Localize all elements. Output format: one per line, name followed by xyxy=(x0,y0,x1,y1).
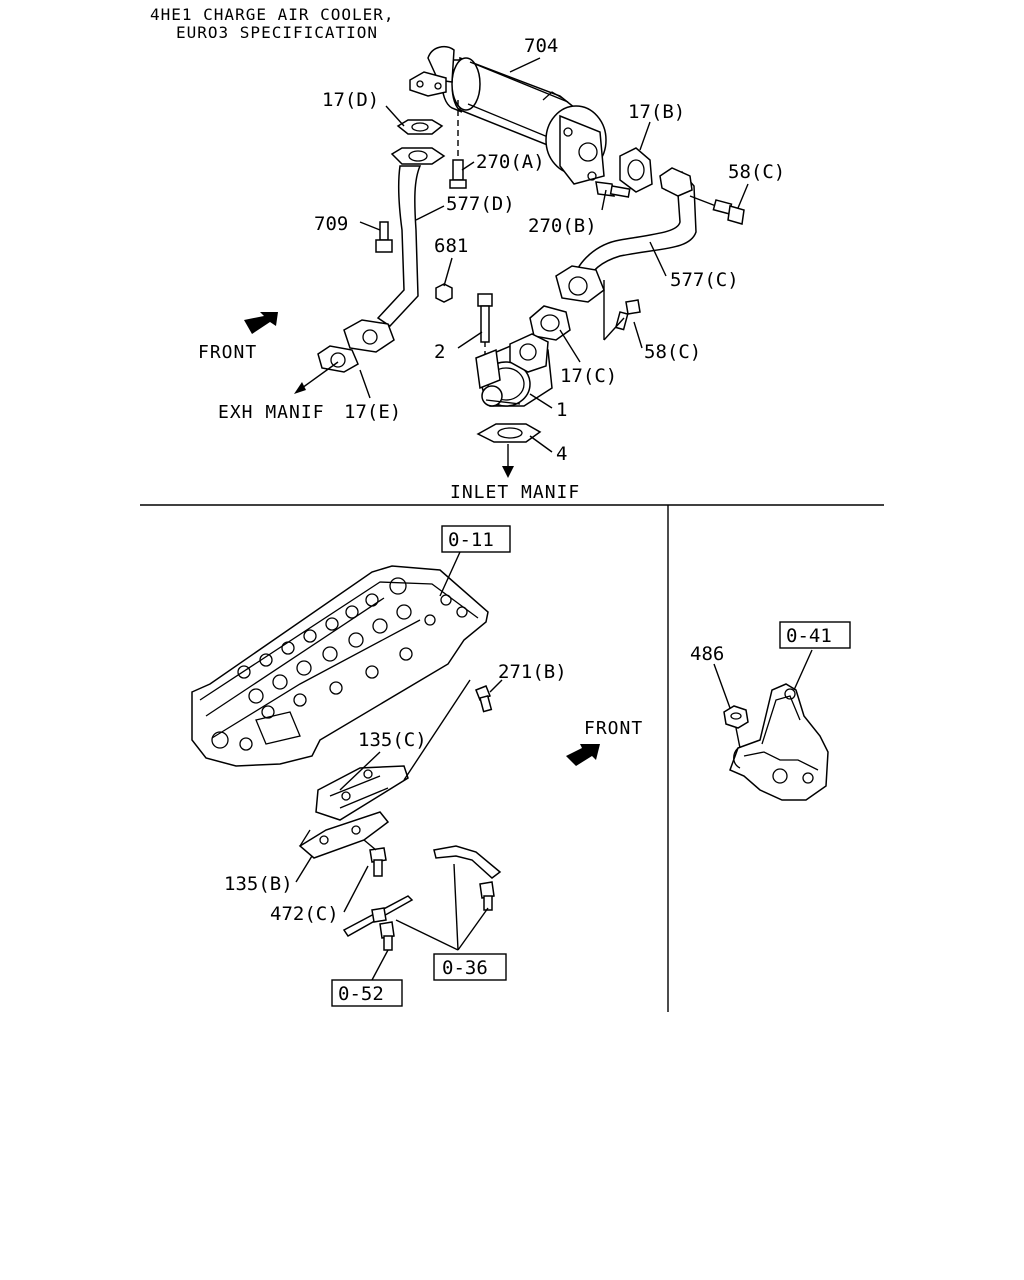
front-arrow-lower-icon xyxy=(566,744,600,766)
ref-041[interactable]: 0-41 xyxy=(786,625,832,647)
gasket-17c xyxy=(529,305,571,341)
bolt-58c-mid xyxy=(603,280,641,341)
label-271b: 271(B) xyxy=(498,661,567,683)
ref-036[interactable]: 0-36 xyxy=(442,957,488,979)
mount-bracket-part xyxy=(729,683,829,801)
label-17b: 17(B) xyxy=(628,101,685,123)
label-inlet-manif: INLET MANIF xyxy=(450,482,580,503)
cylinder-head-part xyxy=(191,565,489,767)
bracket-135b xyxy=(298,811,390,859)
gasket-4 xyxy=(476,423,542,443)
pipe-577d xyxy=(376,165,422,327)
label-681: 681 xyxy=(434,235,468,257)
label-709: 709 xyxy=(314,213,348,235)
cylinder-head-assembly xyxy=(191,551,600,981)
inlet-manif-arrow-icon xyxy=(502,466,514,478)
label-17e: 17(E) xyxy=(344,401,401,423)
ref-box-052 xyxy=(331,979,403,1007)
label-472c: 472(C) xyxy=(270,903,339,925)
title-line-2: EURO3 SPECIFICATION xyxy=(176,23,378,42)
label-58c-top: 58(C) xyxy=(728,161,785,183)
bolt-270a xyxy=(449,100,467,189)
bolt-472c xyxy=(363,839,387,877)
front-arrow-upper-icon xyxy=(244,312,278,334)
bolt-2 xyxy=(477,293,493,372)
lower-left-labels: 0-11 271(B) 135(C) FRONT 135(B) 472(C) 0… xyxy=(224,525,643,1007)
upper-labels: 704 17(D) 17(B) 270(A) 58(C) 577(D) 270(… xyxy=(198,35,785,503)
label-17c: 17(C) xyxy=(560,365,617,387)
label-486: 486 xyxy=(690,643,724,665)
ref-box-036 xyxy=(433,953,507,981)
label-135b: 135(B) xyxy=(224,873,293,895)
bolt-271b xyxy=(403,679,493,781)
exh-manif-arrow-icon xyxy=(294,382,306,394)
ref-box-011 xyxy=(441,525,511,553)
ref-box-041 xyxy=(779,621,851,649)
label-270b: 270(B) xyxy=(528,215,597,237)
bracket-135c xyxy=(315,765,409,821)
upper-assembly xyxy=(244,45,749,478)
label-135c: 135(C) xyxy=(358,729,427,751)
label-58c-mid: 58(C) xyxy=(644,341,701,363)
bolt-709 xyxy=(375,221,393,253)
mount-bracket-assembly xyxy=(713,649,829,801)
label-704: 704 xyxy=(524,35,558,57)
gasket-17d xyxy=(396,119,444,135)
bolt-58c-top xyxy=(689,195,745,225)
lower-right-labels: 486 0-41 xyxy=(690,621,851,665)
label-4: 4 xyxy=(556,443,567,465)
label-2: 2 xyxy=(434,341,445,363)
label-front-lower: FRONT xyxy=(584,718,643,739)
label-front-upper: FRONT xyxy=(198,342,257,363)
bolt-270b xyxy=(595,181,631,198)
label-1: 1 xyxy=(556,399,567,421)
egr-cooler-part xyxy=(409,45,607,185)
gasket-17b xyxy=(619,147,653,193)
egr-valve-part xyxy=(475,333,553,407)
nut-681 xyxy=(435,283,453,303)
label-577c: 577(C) xyxy=(670,269,739,291)
label-270a: 270(A) xyxy=(476,151,545,173)
title-line-1: 4HE1 CHARGE AIR COOLER, xyxy=(150,5,395,24)
ref-052[interactable]: 0-52 xyxy=(338,983,384,1005)
label-17d: 17(D) xyxy=(322,89,379,111)
nut-486 xyxy=(723,705,749,729)
gasket-17e xyxy=(317,345,359,373)
ref-011[interactable]: 0-11 xyxy=(448,529,494,551)
label-exh-manif: EXH MANIF xyxy=(218,402,325,423)
label-577d: 577(D) xyxy=(446,193,515,215)
